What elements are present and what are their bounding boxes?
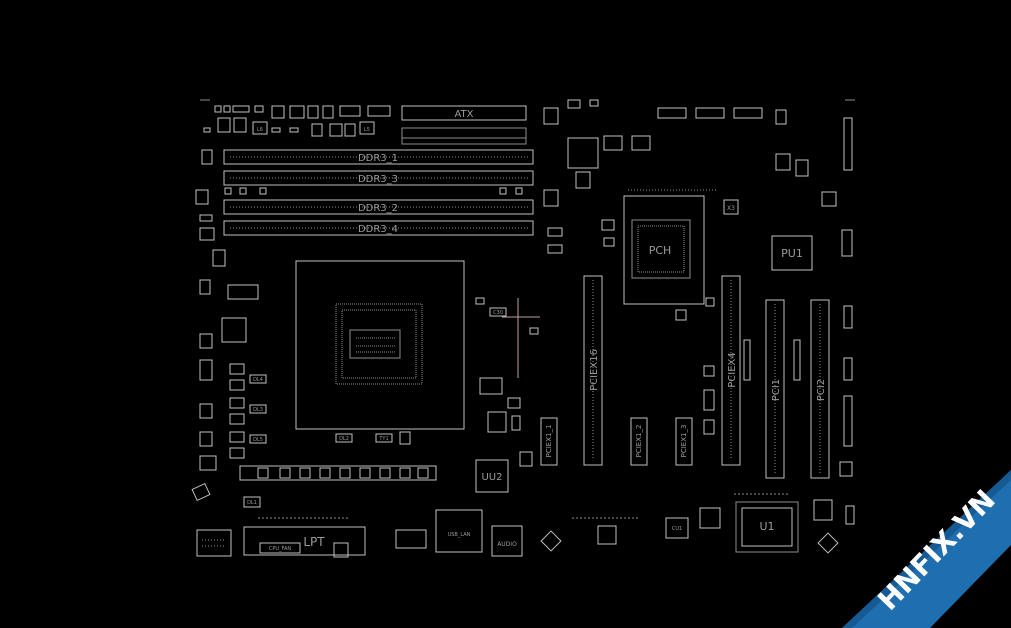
pciex1-2-label: PCIEX1_2 [635,425,643,458]
ddr-slot-1[interactable]: DDR3_1 [223,149,534,165]
pciex1-3-label: PCIEX1_3 [680,425,688,458]
dl2-label: DL2 [339,436,349,442]
ddr-slot-2-label: DDR3_2 [358,203,398,214]
pciex4-label: PCIEX4 [727,352,738,388]
cpu-fan-label: CPU_FAN [269,546,292,552]
pch-label: PCH [649,244,672,257]
x3-label: X3 [727,205,735,212]
pciex1-2-slot[interactable]: PCIEX1_2 [630,417,648,466]
pu1-label: PU1 [781,247,803,260]
cpu-fan-header[interactable]: CPU_FAN [259,542,301,554]
cu1-label: CU1 [672,526,682,532]
atx-label: ATX [454,109,473,120]
dl3-label: DL3 [253,407,263,413]
cursor-crosshair [502,298,540,378]
ddr-slot-3[interactable]: DDR3_3 [223,170,534,186]
ddr-slot-4[interactable]: DDR3_4 [223,220,534,236]
cpu-bottom-labels: DL2 TY1 [335,431,411,445]
dl1-label: DL1 [247,500,257,506]
ddr-slot-2[interactable]: DDR3_2 [223,199,534,215]
atx-power-connector[interactable]: ATX [401,105,527,121]
ddr-slot-1-label: DDR3_1 [358,153,398,164]
pci2-slot[interactable]: PCI2 [810,299,830,479]
pciex1-3-slot[interactable]: PCIEX1_3 [675,417,693,466]
audio-label: AUDIO [497,541,517,548]
pch-chip[interactable]: PCH [623,189,716,305]
usb-lan-connector[interactable]: USB_LAN [435,509,483,553]
audio-connector[interactable]: AUDIO [491,525,523,557]
top-left-components: L6 L5 [203,105,391,137]
u1-label: U1 [759,520,774,533]
c30-label: C30 [493,310,503,316]
uu2-chip[interactable]: UU2 [475,459,509,493]
x3-crystal[interactable]: X3 [723,199,739,215]
pcie-area-components [519,339,801,467]
pciex1-1-label: PCIEX1_1 [545,425,553,458]
pciex16-slot[interactable]: PCIEX16 [583,275,603,466]
usb-lan-label: USB_LAN [448,532,471,538]
ty1-label: TY1 [378,436,388,442]
pu1-chip[interactable]: PU1 [771,235,813,271]
pciex16-label: PCIEX16 [589,349,600,391]
com-header [196,529,232,557]
pciex4-slot[interactable]: PCIEX4 [721,275,741,466]
ddr-side-caps [195,149,523,267]
ddr-slot-3-label: DDR3_3 [358,174,398,185]
cpu-socket[interactable] [295,260,465,430]
pci2-label: PCI2 [816,379,827,401]
ddr-slot-4-label: DDR3_4 [358,224,398,235]
dl5-label: DL5 [253,437,263,443]
vrm-components: DL4 DL3 DL5 DL1 [191,279,267,508]
l5-label: L5 [364,127,370,133]
pch-area-components [567,99,763,321]
front-panel-header-row [239,465,437,481]
lpt-label: LPT [303,535,325,549]
uu2-label: UU2 [481,472,502,483]
mid-components [475,107,563,433]
right-edge-components [775,109,855,525]
atx-pin-row [401,127,527,145]
pci1-label: PCI1 [771,379,782,401]
u1-chip[interactable]: U1 [735,501,799,553]
lpt-connector[interactable]: LPT [243,526,366,556]
cu1-chip[interactable]: CU1 [665,517,689,539]
pciex1-1-slot[interactable]: PCIEX1_1 [540,417,558,466]
bottom-components [258,493,839,558]
c30-component[interactable]: C30 [489,307,507,317]
pci1-slot[interactable]: PCI1 [765,299,785,479]
l6-label: L6 [257,127,263,133]
dl4-label: DL4 [253,377,263,383]
